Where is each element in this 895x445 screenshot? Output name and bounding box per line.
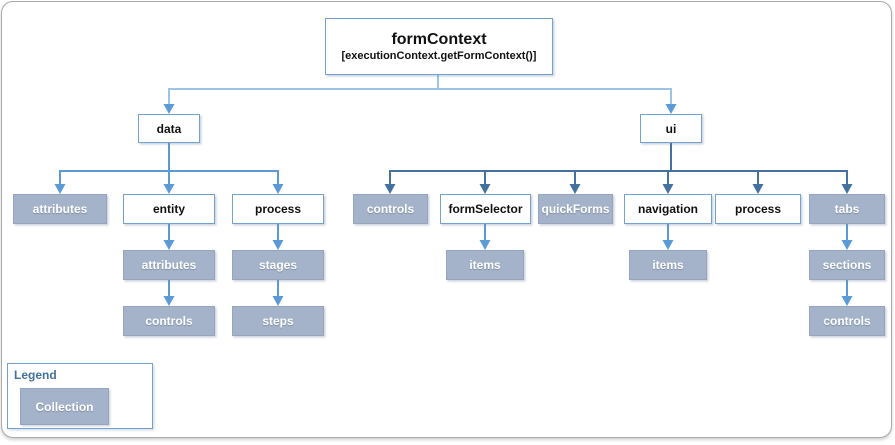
node-quickforms: quickForms [538,194,613,224]
legend-title: Legend [14,368,57,382]
node-process-stages: stages [232,250,324,280]
node-data-process: process [232,194,324,224]
node-attributes-controls: controls [123,306,215,336]
node-entity-attributes: attributes [123,250,215,280]
node-formcontext-subtitle: [executionContext.getFormContext()] [341,50,537,62]
node-formselector-items: items [446,250,524,280]
connector-ui-branch [384,143,853,194]
node-sections-controls: controls [809,306,885,336]
node-formcontext-title: formContext [391,30,487,48]
node-stages-steps: steps [232,306,324,336]
connector-deep-levels [163,224,853,306]
node-navigation-items: items [629,250,707,280]
node-data-attributes: attributes [13,194,107,224]
node-ui-process: process [715,194,801,224]
legend-collection-sample: Collection [20,388,109,425]
node-navigation: navigation [624,194,712,224]
node-formselector: formSelector [440,194,531,224]
node-entity: entity [123,194,215,224]
node-formcontext: formContext [executionContext.getFormCon… [325,18,553,75]
node-tabs: tabs [809,194,885,224]
connector-level1 [163,75,677,114]
node-tabs-sections: sections [809,250,885,280]
node-ui: ui [640,114,702,143]
connector-data-branch [54,143,284,194]
node-data: data [138,114,200,143]
legend: Legend Collection [7,363,153,429]
node-ui-controls: controls [353,194,428,224]
